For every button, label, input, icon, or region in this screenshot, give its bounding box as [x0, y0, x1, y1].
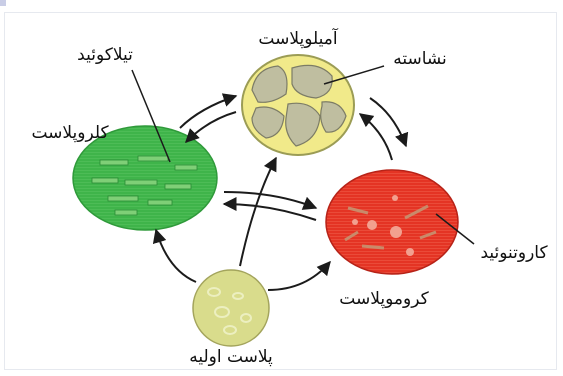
label-carotenoid: کاروتنوئید — [480, 243, 548, 263]
arrow-proplastid-to-chloro — [156, 230, 196, 282]
arrow-chloro-to-amylo — [180, 96, 236, 128]
amyloplast — [242, 55, 354, 155]
label-starch: نشاسته — [393, 49, 447, 69]
proplastid — [193, 270, 269, 346]
arrow-chromo-to-amylo — [360, 114, 392, 160]
arrow-chromo-to-chloro — [224, 204, 316, 220]
label-chromoplast: کروموپلاست — [339, 289, 429, 309]
label-chloroplast: کلروپلاست — [31, 123, 109, 143]
label-amyloplast: آمیلوپلاست — [258, 27, 338, 49]
arrow-amylo-to-chromo — [370, 98, 406, 146]
label-proplastid: پلاست اولیه — [189, 347, 273, 367]
chromoplast — [326, 170, 458, 274]
label-thylakoid: تیلاکوئید — [77, 45, 133, 65]
arrow-chloro-to-chromo — [224, 192, 316, 208]
arrow-proplastid-to-amylo — [240, 158, 276, 266]
arrow-proplastid-to-chromo — [268, 262, 330, 290]
